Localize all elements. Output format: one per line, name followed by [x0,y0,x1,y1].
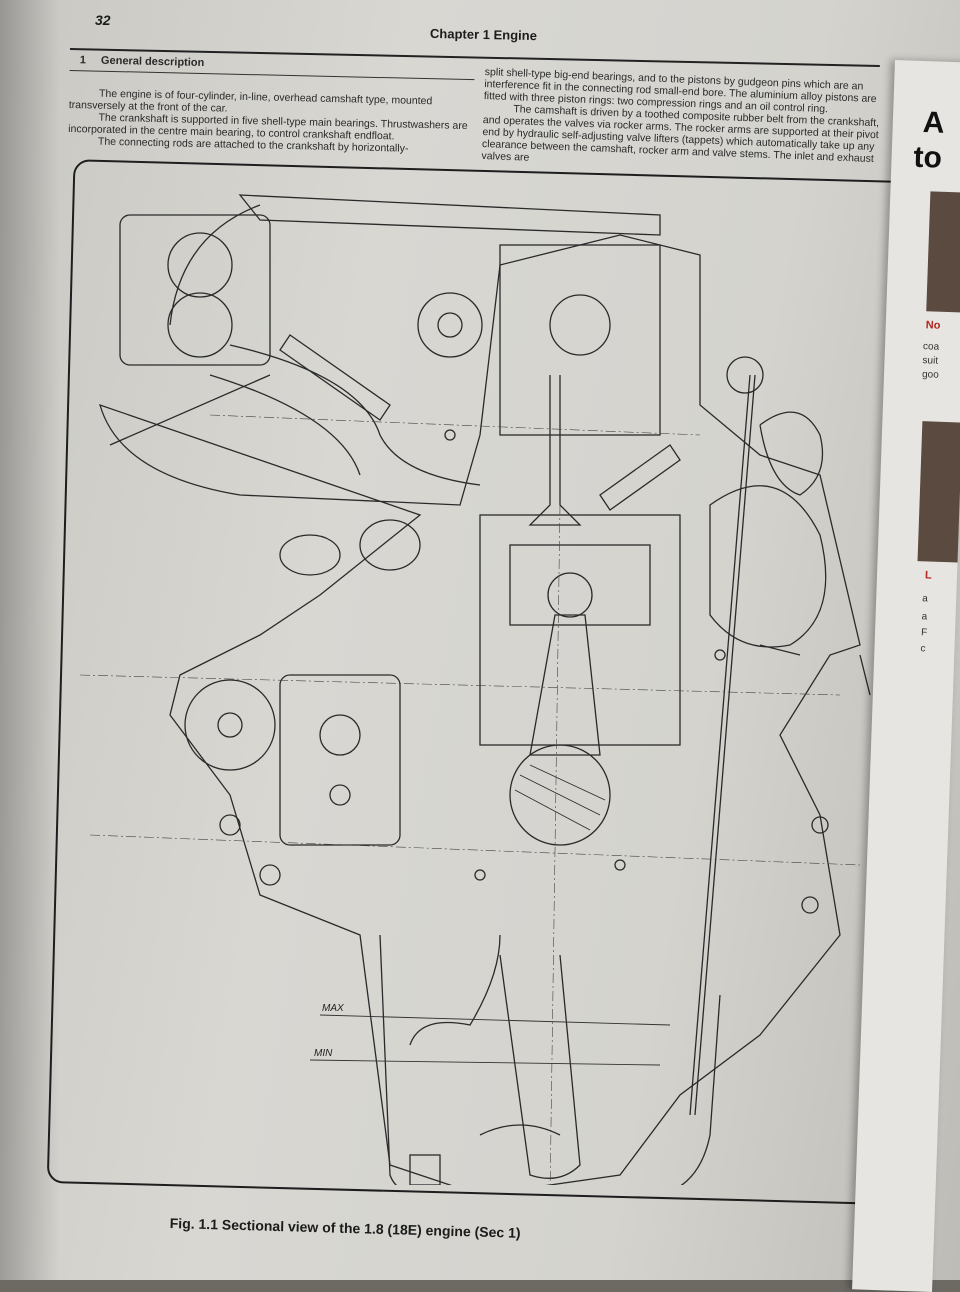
page-number: 32 [95,12,111,28]
section-title: General description [100,54,205,70]
adjacent-photo [926,191,960,313]
oil-level-lines [309,1014,671,1066]
engine-sectional-drawing: MAX MIN [79,194,871,1185]
center-lines [79,414,861,1185]
adjacent-snippet: coa [922,341,940,353]
adjacent-photo [917,421,960,563]
section-number: 1 [79,54,87,67]
max-oil-label: MAX [322,1003,344,1014]
page-gutter-shadow [0,0,60,1280]
right-text-column: split shell-type big-end bearings, and t… [481,66,894,178]
adjacent-snippet: c [920,643,926,655]
chapter-title: Chapter 1 Engine [429,25,538,44]
engine-line-art [99,194,871,1185]
adjacent-snippet: a [922,593,928,605]
figure-caption: Fig. 1.1 Sectional view of the 1.8 (18E)… [169,1215,521,1241]
adjacent-snippet: suit [922,355,939,367]
adjacent-heading-2: to [913,140,943,175]
adjacent-red-label: No [925,319,941,332]
adjacent-heading-1: A [922,106,946,140]
min-oil-label: MIN [314,1048,333,1059]
left-text-column: 1 General description The engine is of f… [68,52,475,156]
adjacent-snippet: goo [921,369,939,381]
adjacent-snippet: a [921,611,928,623]
adjacent-red-label: L [924,569,932,582]
adjacent-snippet: F [920,627,928,639]
